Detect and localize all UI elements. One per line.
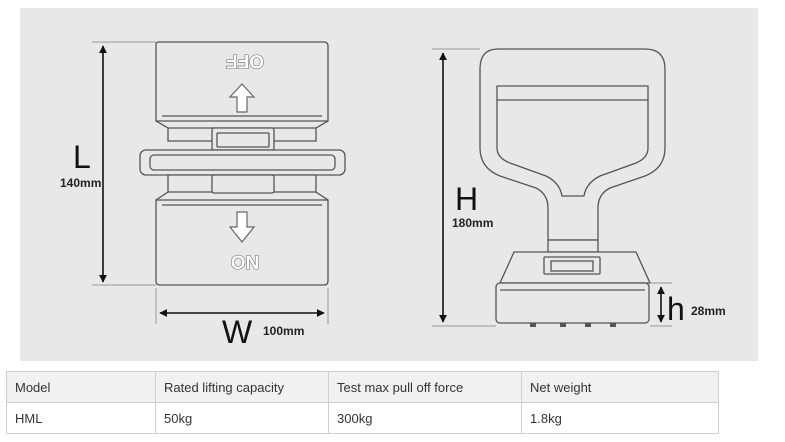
length-letter: L [73, 139, 91, 175]
drawing-canvas: OFF ON L 140mm W 100mm [60, 41, 726, 350]
up-arrow-icon [228, 83, 256, 113]
base-height-dimension: h 28mm [650, 282, 726, 327]
base-height-value: 28mm [691, 304, 726, 318]
table-row: HML 50kg 300kg 1.8kg [6, 402, 719, 434]
header-test-max-pull-off-force: Test max pull off force [328, 371, 522, 403]
down-arrow-icon [228, 211, 256, 243]
side-view [479, 48, 666, 327]
handle-opening [496, 85, 649, 197]
on-label: ON [231, 253, 260, 274]
width-dimension: W 100mm [155, 288, 329, 350]
cell-model: HML [6, 402, 156, 434]
cell-rated-lifting-capacity: 50kg [155, 402, 329, 434]
height-value: 180mm [452, 216, 493, 230]
length-dimension: L 140mm [60, 41, 156, 286]
base-lower [495, 282, 650, 324]
header-net-weight: Net weight [521, 371, 719, 403]
cell-test-max-pull-off-force: 300kg [328, 402, 522, 434]
width-value: 100mm [263, 324, 304, 338]
length-value: 140mm [60, 176, 101, 190]
table-header-row: Model Rated lifting capacity Test max pu… [6, 371, 719, 403]
front-view [139, 41, 346, 286]
technical-drawing: OFF ON L 140mm W 100mm [20, 8, 758, 361]
base-height-letter: h [667, 291, 685, 327]
width-letter: W [222, 314, 253, 350]
header-model: Model [6, 371, 156, 403]
lower-clamp [211, 174, 275, 194]
spec-table: Model Rated lifting capacity Test max pu… [6, 371, 719, 434]
off-label: OFF [226, 50, 264, 71]
height-dimension: H 180mm [432, 48, 496, 327]
header-rated-lifting-capacity: Rated lifting capacity [155, 371, 329, 403]
middle-plate [139, 149, 346, 176]
cell-net-weight: 1.8kg [521, 402, 719, 434]
height-letter: H [455, 181, 478, 217]
